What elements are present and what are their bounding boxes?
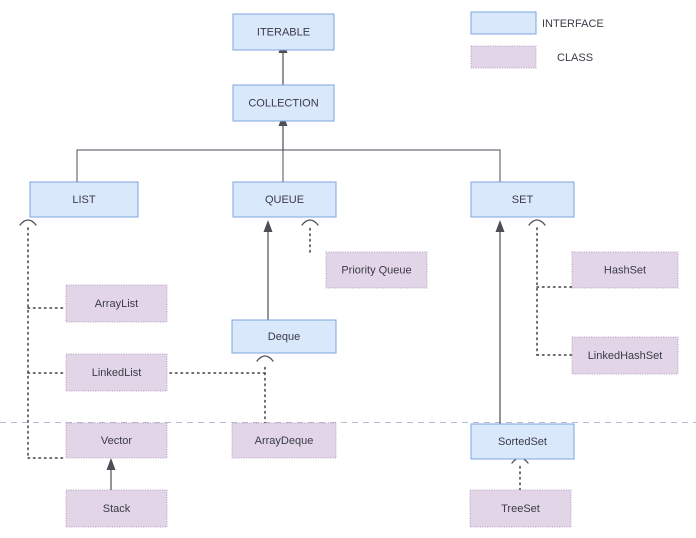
node-priority-queue[interactable]: Priority Queue — [325, 251, 428, 289]
node-iterable[interactable]: ITERABLE — [232, 13, 335, 51]
node-queue[interactable]: QUEUE — [232, 181, 337, 218]
node-set[interactable]: SET — [470, 181, 575, 218]
edge-deque-implementations — [165, 355, 274, 425]
node-list[interactable]: LIST — [29, 181, 139, 218]
edge-treeset-to-sortedset — [511, 457, 529, 491]
legend-label-interface: INTERFACE — [542, 18, 604, 30]
node-collection[interactable]: COLLECTION — [232, 84, 335, 122]
legend-swatch-class — [470, 45, 537, 69]
node-hashset[interactable]: HashSet — [571, 251, 679, 289]
node-stack[interactable]: Stack — [65, 489, 168, 528]
edge-priorityqueue-to-queue — [301, 219, 319, 253]
node-linkedhashset[interactable]: LinkedHashSet — [571, 336, 679, 375]
node-arraydeque[interactable]: ArrayDeque — [231, 422, 337, 459]
edge-stack-to-vector — [106, 458, 116, 490]
legend: INTERFACE CLASS — [470, 11, 604, 69]
node-linkedlist[interactable]: LinkedList — [65, 353, 168, 392]
legend-item-interface: INTERFACE — [470, 11, 604, 35]
node-arraylist[interactable]: ArrayList — [65, 284, 168, 323]
edge-set-implementations — [528, 219, 573, 356]
legend-item-class: CLASS — [470, 45, 593, 69]
node-deque[interactable]: Deque — [231, 319, 337, 354]
edge-deque-to-queue — [263, 220, 273, 320]
edge-bus-to-collection — [76, 114, 501, 182]
legend-label-class: CLASS — [557, 52, 593, 64]
node-sortedset[interactable]: SortedSet — [470, 423, 575, 460]
edge-list-implementations — [19, 219, 67, 459]
edge-sortedset-to-set — [495, 220, 505, 424]
legend-swatch-interface — [470, 11, 537, 35]
node-vector[interactable]: Vector — [65, 422, 168, 459]
node-treeset[interactable]: TreeSet — [469, 489, 572, 528]
